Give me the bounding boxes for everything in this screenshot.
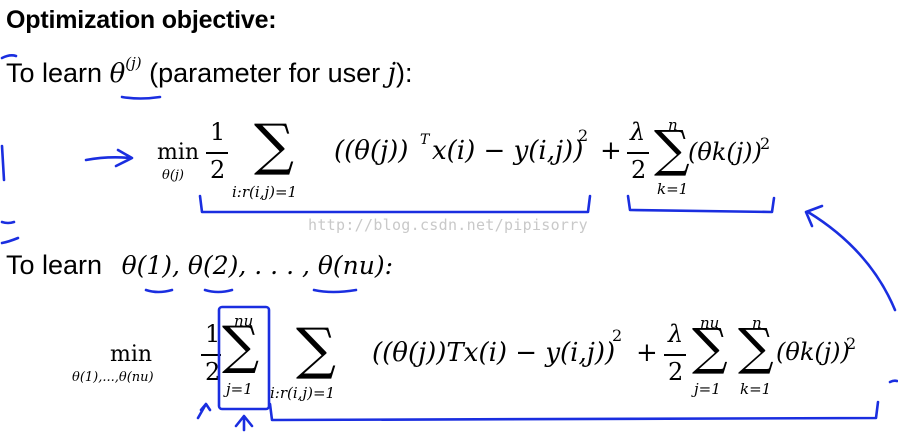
bracket-reg-term xyxy=(626,194,776,214)
eq2-half-num: 1 xyxy=(205,320,221,348)
eq2-outer-sum: ∑ xyxy=(222,316,260,376)
eq1-sum: ∑ xyxy=(254,113,294,178)
line2-prefix: To learn xyxy=(6,250,110,280)
margin-tick-2 xyxy=(0,144,6,182)
eq2-plus: + xyxy=(636,338,658,368)
watermark: http://blog.csdn.net/pipisorry xyxy=(308,216,588,234)
eq2-reg-sum2-sub: k=1 xyxy=(740,380,772,398)
eq2-lambda-den: 2 xyxy=(668,358,684,386)
line-learn-theta-j: To learn θ(j) (parameter for user j): xyxy=(6,54,413,89)
eq1-lambda-bar xyxy=(627,152,649,154)
eq2-reg-sum2: ∑ xyxy=(738,318,774,376)
margin-tick-4 xyxy=(0,236,20,245)
line2-vars: θ(1), θ(2), . . . , θ(nu): xyxy=(121,251,394,280)
line1-var: θ xyxy=(109,59,126,89)
eq2-lambda-bar xyxy=(664,354,686,356)
eq1-body-T: T xyxy=(420,132,430,148)
eq1-reg-sum-top: n xyxy=(668,116,678,134)
eq2-outer-sum-sub: j=1 xyxy=(226,380,253,398)
small-arrow-left-icon xyxy=(196,402,212,420)
eq2-min-sub: θ(1),...,θ(nu) xyxy=(72,370,154,385)
eq1-body-a: ((θ(j)) xyxy=(334,136,409,166)
line1-suffix: (parameter for user xyxy=(141,58,388,88)
eq1-reg-pow: 2 xyxy=(760,134,771,153)
eq1-lambda: λ xyxy=(630,118,646,146)
underline-theta-1 xyxy=(144,288,174,294)
eq1-reg-sum-sub: k=1 xyxy=(657,180,689,198)
eq2-inner-sum-sub: i:r(i,j)=1 xyxy=(270,384,336,402)
eq2-reg-sum1: ∑ xyxy=(692,318,728,376)
eq1-min: min xyxy=(157,140,200,165)
eq1-plus: + xyxy=(600,136,622,166)
eq1-body-pow: 2 xyxy=(578,126,589,145)
eq2-reg-sum2-top: n xyxy=(752,314,762,332)
eq1-half-bar xyxy=(206,152,228,154)
small-arrow-up-icon xyxy=(234,414,254,432)
eq2-min: min xyxy=(110,342,153,367)
bracket-eq2-body xyxy=(268,400,880,422)
eq2-body-pow: 2 xyxy=(612,326,623,345)
line1-user-var: j xyxy=(387,58,397,89)
eq2-inner-sum: ∑ xyxy=(296,317,336,382)
line1-end: ): xyxy=(396,58,413,88)
eq2-half-bar xyxy=(201,354,221,356)
slide-heading: Optimization objective: xyxy=(6,6,277,34)
eq1-body-b: x(i) − y(i,j)) xyxy=(432,136,584,166)
arrow-to-eq1-icon xyxy=(84,148,134,168)
eq1-lambda-den: 2 xyxy=(631,156,647,184)
line1-prefix: To learn xyxy=(6,58,110,88)
eq2-half-den: 2 xyxy=(205,358,221,386)
eq1-half-num: 1 xyxy=(210,118,226,146)
eq2-reg-pow: 2 xyxy=(846,334,857,353)
line-learn-all-theta: To learn θ(1), θ(2), . . . , θ(nu): xyxy=(6,250,393,281)
eq2-reg-sum1-sub: j=1 xyxy=(694,380,721,398)
margin-tick-5 xyxy=(888,379,898,384)
underline-theta-nu xyxy=(312,288,358,294)
underline-theta-j xyxy=(120,95,162,100)
eq1-sum-sub: i:r(i,j)=1 xyxy=(232,183,298,201)
eq2-reg-sum1-top: nu xyxy=(700,314,720,332)
underline-theta-2 xyxy=(203,288,234,294)
eq1-reg-body: (θk(j)) xyxy=(688,138,762,166)
eq1-min-sub: θ(j) xyxy=(162,168,185,183)
box-outer-sum xyxy=(217,305,271,411)
margin-tick-1 xyxy=(0,54,18,60)
eq2-outer-sum-top: nu xyxy=(234,312,254,330)
eq2-body: ((θ(j))Tx(i) − y(i,j)) xyxy=(372,338,616,368)
margin-tick-3 xyxy=(0,220,16,225)
eq2-lambda: λ xyxy=(668,320,684,348)
curved-arrow-icon xyxy=(804,204,897,312)
line1-sup: (j) xyxy=(125,54,142,72)
eq1-reg-sum: ∑ xyxy=(654,120,690,178)
eq2-reg-body: (θk(j)) xyxy=(776,338,850,366)
bracket-sum-term xyxy=(198,194,592,214)
eq1-half-den: 2 xyxy=(210,156,226,184)
